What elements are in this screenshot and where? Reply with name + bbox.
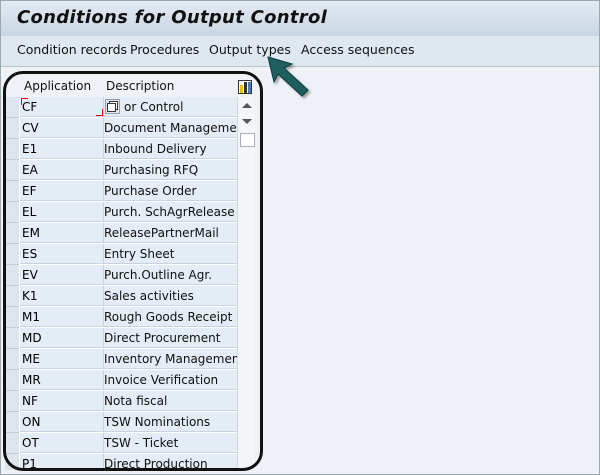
table-row[interactable]: NF Nota fiscal <box>5 391 237 412</box>
row-selector[interactable] <box>5 223 19 244</box>
table-row[interactable]: EF Purchase Order <box>5 181 237 202</box>
row-selector[interactable] <box>5 328 19 349</box>
row-selector[interactable] <box>5 265 19 286</box>
row-selector[interactable] <box>5 286 19 307</box>
description-cell[interactable]: Invoice Verification <box>104 370 237 390</box>
scroll-up-icon[interactable] <box>242 103 252 108</box>
description-cell[interactable]: Purchase Order <box>104 181 237 201</box>
table-row[interactable]: EL Purch. SchAgrRelease <box>5 202 237 223</box>
table-row[interactable]: ME Inventory Management <box>5 349 237 370</box>
table-row[interactable]: P1 Direct Production <box>5 454 237 470</box>
menu-condition-records[interactable]: Condition records <box>17 42 128 57</box>
description-cell[interactable]: ReleasePartnerMail <box>104 223 237 243</box>
application-cell[interactable]: CV <box>20 118 104 138</box>
row-selector[interactable] <box>5 412 19 433</box>
row-selector[interactable] <box>5 349 19 370</box>
application-cell[interactable]: MR <box>20 370 104 390</box>
description-cell[interactable]: Purch.Outline Agr. <box>104 265 237 285</box>
description-cell[interactable]: TSW - Ticket <box>104 433 237 453</box>
application-cell[interactable]: NF <box>20 391 104 411</box>
description-cell[interactable]: Purch. SchAgrRelease <box>104 202 237 222</box>
application-cell[interactable]: ME <box>20 349 104 369</box>
page-title: Conditions for Output Control <box>17 7 328 28</box>
application-cell[interactable]: EV <box>20 265 104 285</box>
row-selector[interactable] <box>5 307 19 328</box>
scroll-down-icon[interactable] <box>242 119 252 124</box>
table-header: Application Description <box>5 77 255 98</box>
row-selector[interactable] <box>5 244 19 265</box>
column-header-application[interactable]: Application <box>24 79 92 93</box>
menu-bar: Condition records Procedures Output type… <box>1 36 599 67</box>
copy-icon[interactable] <box>105 99 120 114</box>
application-cell[interactable]: P1 <box>20 454 104 470</box>
description-cell[interactable]: Document Management <box>104 118 237 138</box>
table-row[interactable]: EV Purch.Outline Agr. <box>5 265 237 286</box>
description-cell[interactable]: Rough Goods Receipt <box>104 307 237 327</box>
row-selector[interactable] <box>5 97 19 118</box>
table-row[interactable]: CF or Control <box>5 97 237 118</box>
table-row[interactable]: K1 Sales activities <box>5 286 237 307</box>
row-selector[interactable] <box>5 433 19 454</box>
applications-table: Application Description CF or Control CV… <box>5 77 255 470</box>
application-cell[interactable]: EL <box>20 202 104 222</box>
column-header-description[interactable]: Description <box>106 79 175 93</box>
table-row[interactable]: ON TSW Nominations <box>5 412 237 433</box>
application-cell[interactable]: EF <box>20 181 104 201</box>
table-row[interactable]: OT TSW - Ticket <box>5 433 237 454</box>
application-cell[interactable]: MD <box>20 328 104 348</box>
application-cell[interactable]: K1 <box>20 286 104 306</box>
application-cell[interactable]: E1 <box>20 139 104 159</box>
application-cell[interactable]: ON <box>20 412 104 432</box>
application-cell[interactable]: M1 <box>20 307 104 327</box>
description-cell[interactable]: Direct Procurement <box>104 328 237 348</box>
table-row[interactable]: EA Purchasing RFQ <box>5 160 237 181</box>
application-cell[interactable]: CF <box>20 97 104 117</box>
row-selector[interactable] <box>5 202 19 223</box>
description-cell[interactable]: Nota fiscal <box>104 391 237 411</box>
row-selector[interactable] <box>5 118 19 139</box>
description-cell[interactable]: Inventory Management <box>104 349 237 369</box>
table-row[interactable]: E1 Inbound Delivery <box>5 139 237 160</box>
menu-procedures[interactable]: Procedures <box>130 42 200 57</box>
vertical-scrollbar[interactable] <box>237 97 255 470</box>
cell-focus-marker <box>20 97 104 117</box>
table-row[interactable]: M1 Rough Goods Receipt <box>5 307 237 328</box>
table-row[interactable]: ES Entry Sheet <box>5 244 237 265</box>
table-row[interactable]: CV Document Management <box>5 118 237 139</box>
table-row[interactable]: EM ReleasePartnerMail <box>5 223 237 244</box>
application-cell[interactable]: EA <box>20 160 104 180</box>
menu-access-sequences[interactable]: Access sequences <box>301 42 415 57</box>
arrow-pointer-icon <box>267 56 309 97</box>
description-cell[interactable]: Purchasing RFQ <box>104 160 237 180</box>
menu-output-types[interactable]: Output types <box>209 42 291 57</box>
application-cell[interactable]: EM <box>20 223 104 243</box>
description-cell[interactable]: or Control <box>104 97 237 117</box>
table-row[interactable]: MR Invoice Verification <box>5 370 237 391</box>
row-selector[interactable] <box>5 139 19 160</box>
row-selector[interactable] <box>5 391 19 412</box>
description-cell[interactable]: Direct Production <box>104 454 237 470</box>
application-cell[interactable]: ES <box>20 244 104 264</box>
row-selector[interactable] <box>5 160 19 181</box>
description-cell[interactable]: TSW Nominations <box>104 412 237 432</box>
column-settings-icon[interactable] <box>238 80 252 94</box>
description-cell[interactable]: Sales activities <box>104 286 237 306</box>
row-selector[interactable] <box>5 181 19 202</box>
application-cell[interactable]: OT <box>20 433 104 453</box>
row-selector[interactable] <box>5 370 19 391</box>
table-row[interactable]: MD Direct Procurement <box>5 328 237 349</box>
description-cell[interactable]: Inbound Delivery <box>104 139 237 159</box>
description-cell[interactable]: Entry Sheet <box>104 244 237 264</box>
title-bar: Conditions for Output Control <box>1 1 599 37</box>
scroll-thumb[interactable] <box>240 133 255 147</box>
row-selector[interactable] <box>5 454 19 470</box>
